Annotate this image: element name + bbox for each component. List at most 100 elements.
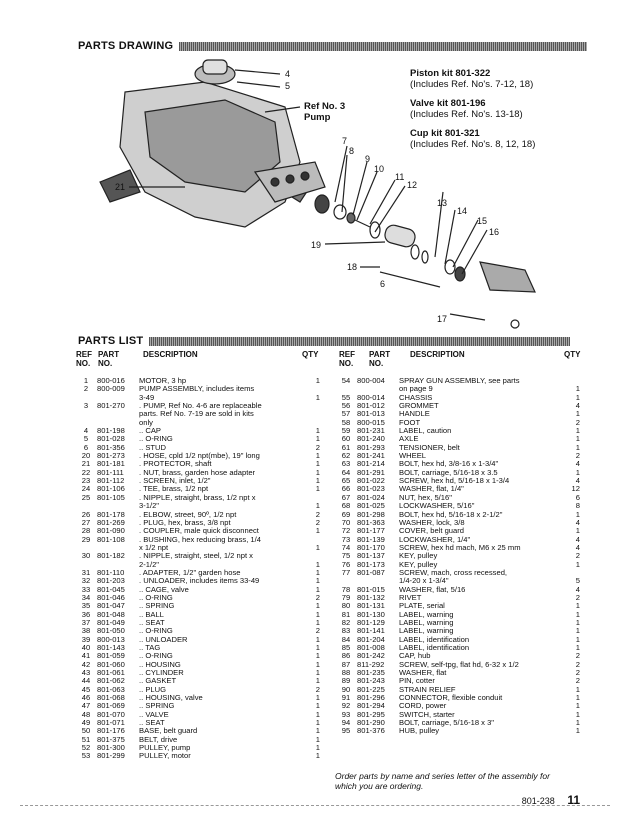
- parts-drawing-title: PARTS DRAWING: [78, 40, 174, 52]
- callout-12: 12: [407, 180, 417, 190]
- cell-ref: 36: [81, 609, 91, 619]
- cell-desc: SCREW, mach, cross recessed,: [399, 567, 508, 577]
- cell-qty: 2: [575, 592, 580, 602]
- cell-ref: 25: [81, 492, 91, 502]
- parts-list-heading: PARTS LIST: [78, 335, 571, 347]
- cell-ref: 69: [341, 509, 351, 519]
- cell-ref: 80: [341, 601, 351, 611]
- cell-qty: 2: [575, 651, 580, 661]
- cell-desc: 3-49: [139, 392, 155, 402]
- cell-desc: . HOSE, cpld 1/2 npt(mbe), 19" long: [139, 451, 260, 461]
- cell-part: 801-203: [97, 576, 125, 586]
- cell-desc: 1/4-20 x 1-3/4": [399, 576, 449, 586]
- cell-ref: 41: [81, 651, 91, 661]
- cell-part: 801-177: [357, 526, 385, 536]
- cell-part: 801-170: [357, 542, 385, 552]
- cell-part: 801-061: [97, 668, 125, 678]
- cell-desc: BOLT, carriage, 5/16-18 x 3": [399, 718, 494, 728]
- cell-qty: [306, 410, 320, 418]
- cell-part: 801-071: [97, 718, 125, 728]
- cell-ref: 75: [341, 551, 351, 561]
- cell-ref: 40: [81, 643, 91, 652]
- cell-part: 801-143: [97, 643, 125, 652]
- cell-qty: 1: [315, 484, 320, 494]
- cell-qty: 1: [315, 426, 320, 436]
- cell-ref: 87: [341, 659, 351, 669]
- cell-part: 800-009: [97, 384, 125, 394]
- document-code: 801-238: [521, 796, 555, 806]
- cell-desc: SCREW, hex hd mach, M6 x 25 mm: [399, 542, 521, 552]
- cell-ref: 79: [341, 592, 351, 602]
- cell-qty: 1: [575, 526, 580, 536]
- cell-part: 801-241: [357, 451, 385, 461]
- cell-ref: 67: [341, 492, 351, 502]
- cell-ref: 89: [341, 676, 351, 686]
- callout-17: 17: [437, 314, 447, 324]
- cell-part: 801-273: [97, 451, 125, 461]
- cell-desc: BOLT, hex hd, 3/8-16 x 1-3/4": [399, 459, 499, 469]
- col-header-qty-right: QTY: [564, 350, 581, 359]
- cell-desc: parts. Ref No. 7-19 are sold in kits: [139, 409, 254, 419]
- cell-qty: 1: [315, 709, 320, 719]
- table-row: only: [75, 418, 320, 427]
- cell-part: 801-024: [357, 492, 385, 502]
- cell-part: 801-240: [357, 434, 385, 444]
- cell-ref: 39: [81, 634, 91, 644]
- cell-desc: 3-1/2": [139, 501, 160, 511]
- cell-qty: 1: [315, 693, 320, 703]
- cell-ref: 31: [81, 567, 91, 577]
- cell-desc: LABEL, caution: [399, 426, 452, 436]
- cell-ref: 83: [341, 626, 351, 636]
- cell-desc: PULLEY, pump: [139, 743, 191, 753]
- cell-qty: 1: [575, 684, 580, 694]
- cell-qty: 1: [315, 584, 320, 594]
- cell-desc: . NIPPLE, straight, brass, 1/2 npt x: [139, 492, 256, 502]
- cell-qty: 2: [315, 626, 320, 636]
- cell-desc: PLATE, serial: [399, 601, 445, 611]
- cell-part: 801-059: [97, 651, 125, 661]
- cell-ref: 81: [341, 609, 351, 619]
- cell-ref: 22: [81, 467, 91, 477]
- callout-8: 8: [349, 146, 354, 156]
- cell-part: 801-173: [357, 559, 385, 569]
- cell-part: 801-198: [97, 426, 125, 436]
- cell-desc: .. CYLINDER: [139, 668, 184, 678]
- cell-ref: 20: [81, 451, 91, 461]
- cell-desc: HUB, pulley: [399, 726, 440, 736]
- cell-qty: 1: [315, 718, 320, 728]
- cell-ref: 52: [81, 743, 91, 753]
- cell-qty: 1: [315, 659, 320, 669]
- cell-desc: .. UNLOADER: [139, 634, 188, 644]
- cell-qty: 12: [571, 484, 580, 494]
- cell-qty: 4: [575, 542, 580, 552]
- cell-ref: 29: [81, 534, 91, 544]
- callout-7: 7: [342, 136, 347, 146]
